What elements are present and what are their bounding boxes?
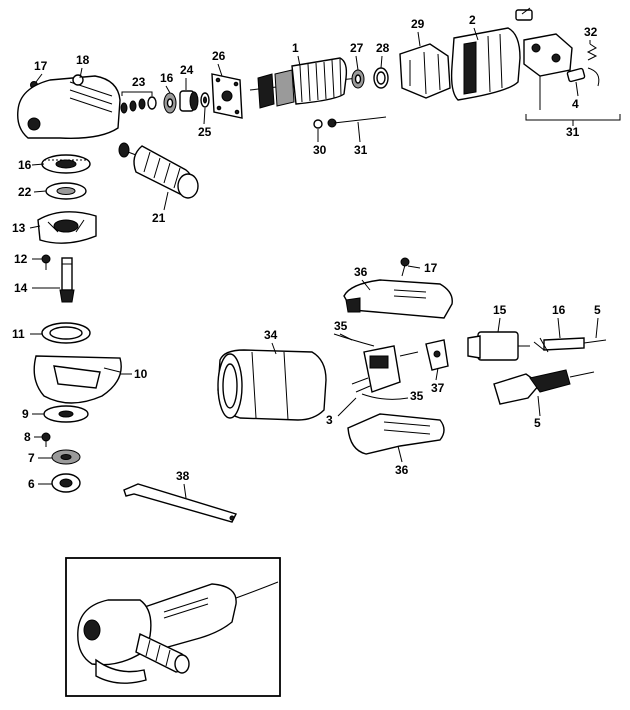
part-small-parts-23: [120, 91, 157, 114]
label-19: 18: [76, 53, 90, 67]
label-24: 24: [180, 63, 194, 77]
part-spindle-14: [59, 257, 75, 303]
label-32: 31: [566, 125, 580, 139]
part-bearing-27: [351, 69, 365, 89]
part-spanner-wrench-38: [123, 483, 237, 523]
label-15: 15: [493, 303, 507, 317]
label-10: 10: [134, 367, 148, 381]
part-gear-17: [41, 154, 91, 174]
label-38: 38: [176, 469, 190, 483]
part-cord-assembly-5: [493, 369, 595, 405]
leader-lines: [29, 27, 591, 499]
part-wire-35-bottom: [361, 393, 409, 400]
label-34: 34: [264, 328, 278, 342]
label-29: 29: [411, 17, 425, 31]
label-21: 21: [152, 211, 166, 225]
label-31-text: 31: [354, 143, 368, 157]
part-spacer-22: [45, 182, 87, 200]
label-18: 17: [34, 59, 48, 73]
leader-3: [337, 397, 357, 417]
label-28: 28: [376, 41, 390, 55]
label-3: 3: [326, 413, 333, 427]
label-37: 37: [431, 381, 445, 395]
part-screw-18-middle: [400, 257, 410, 277]
label-2: 2: [469, 13, 476, 27]
assembled-tool-illustration: [77, 581, 279, 684]
label-23: 23: [132, 75, 146, 89]
part-field-2: [450, 27, 521, 101]
part-nut-6: [51, 473, 81, 493]
part-side-handle-21: [118, 142, 199, 199]
part-wire-35-top: [333, 333, 375, 347]
label-27: 27: [350, 41, 364, 55]
label-22: 22: [18, 185, 32, 199]
part-cord-protector-16: [533, 337, 607, 353]
part-inner-flange-7: [51, 449, 81, 465]
label-17-top: 16: [160, 71, 174, 85]
part-through-bolt-31: [327, 116, 387, 128]
label-33: 32: [584, 25, 598, 39]
part-plate-26: [211, 73, 243, 119]
part-bearing-24: [179, 90, 199, 112]
label-30: 30: [313, 143, 327, 157]
label-5-top: 5: [594, 303, 601, 317]
part-baffle-29: [399, 43, 451, 99]
label-18-middle: 17: [424, 261, 438, 275]
part-spring-33: [586, 43, 598, 61]
label-13: 13: [12, 221, 26, 235]
part-guard-10: [33, 355, 122, 404]
part-bearing-17-top: [163, 92, 177, 114]
part-motor-housing-34: [217, 349, 327, 421]
label-36-top: 36: [354, 265, 368, 279]
label-12: 12: [14, 252, 28, 266]
part-handle-half-36-top: [343, 279, 453, 319]
leader-5-top: [595, 317, 599, 339]
part-bearing-plate-13: [37, 211, 97, 244]
part-brush-4: [566, 67, 600, 87]
label-26: 26: [212, 49, 226, 63]
label-14: 14: [14, 281, 28, 295]
part-cord-set-15: [467, 331, 530, 361]
part-switch-3: [351, 345, 419, 393]
part-ring-28: [373, 67, 389, 89]
part-seal-11: [41, 322, 91, 344]
part-washer-25: [200, 92, 210, 108]
part-screw-8: [41, 432, 51, 447]
label-9: 9: [22, 407, 29, 421]
label-5-bottom: 5: [534, 416, 541, 430]
label-11: 11: [12, 327, 25, 341]
part-screw-12: [41, 254, 51, 270]
label-35-top: 35: [334, 319, 348, 333]
part-flange-9: [43, 405, 89, 423]
part-brush-holder-assembly: [515, 7, 573, 110]
label-8: 8: [24, 430, 31, 444]
label-6: 6: [28, 477, 35, 491]
label-17: 16: [18, 158, 32, 172]
label-4: 4: [572, 97, 579, 111]
part-handle-half-36-bottom: [347, 413, 445, 455]
part-washer-30: [313, 119, 323, 129]
part-clamp-37: [425, 339, 449, 371]
part-armature-1: [249, 57, 359, 109]
label-35-bottom: 35: [410, 389, 424, 403]
bracket-32: [525, 114, 621, 121]
label-7: 7: [28, 451, 35, 465]
label-1: 1: [292, 41, 299, 55]
label-36-bottom: 36: [395, 463, 409, 477]
label-25: 25: [198, 125, 212, 139]
label-16-text: 16: [552, 303, 566, 317]
